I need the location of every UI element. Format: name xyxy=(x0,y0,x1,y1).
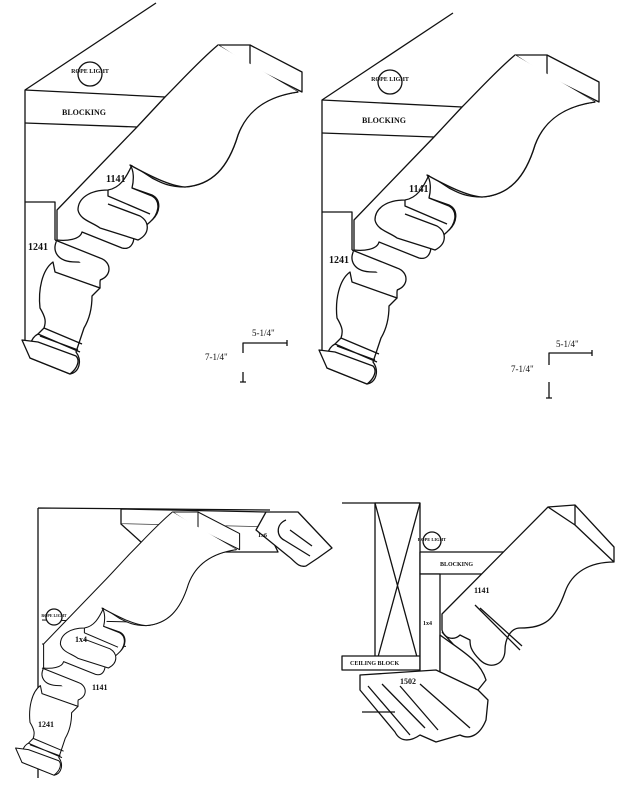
base-backer xyxy=(25,201,56,240)
rope-light-label: ROPE LIGHT xyxy=(71,69,109,75)
dim-width: 5-1/4" xyxy=(556,339,579,349)
blocking-outline xyxy=(24,89,166,128)
crown-molding-drawing xyxy=(441,504,615,666)
base-part-label: 1241 xyxy=(28,242,48,253)
diagram-bottom-right: CEILING BLOCK BLOCKING 1x4 ROPE LIGHT 11… xyxy=(341,502,615,743)
crown-part-label: 1141 xyxy=(92,683,108,692)
dimension-lines xyxy=(546,350,593,399)
crown-part-label: 1141 xyxy=(106,174,125,185)
small-crown-drawing xyxy=(255,511,333,567)
board-1x4 xyxy=(419,573,441,682)
rope-light-icon xyxy=(77,61,103,87)
ceiling-block-label: CEILING BLOCK xyxy=(350,661,400,667)
diagram-bottom-left: 1x6 1x6 ROPE LIGHT 1x4 1141 1241 xyxy=(15,507,333,778)
dim-height: 7-1/4" xyxy=(205,352,228,362)
board-label: 1x4 xyxy=(423,621,432,627)
diagram-top-right: ROPE LIGHT BLOCKING 1141 1241 5-1/4" 7-1… xyxy=(318,12,600,399)
dim-width: 5-1/4" xyxy=(252,328,275,338)
base-part-label: 1241 xyxy=(329,255,349,266)
rope-light-label: ROPE LIGHT xyxy=(418,537,446,542)
blocking-label: BLOCKING xyxy=(440,562,473,568)
rope-light-icon xyxy=(377,69,403,95)
dim-height: 7-1/4" xyxy=(511,364,534,374)
blocking-label: BLOCKING xyxy=(62,108,106,117)
joist-cross xyxy=(374,502,421,669)
crown-part-label: 1141 xyxy=(409,184,428,195)
top-small-board-label: 1x6 xyxy=(258,533,267,539)
rope-light-label: ROPE LIGHT xyxy=(41,613,67,618)
base-molding-drawing xyxy=(359,669,489,743)
blocking-label: BLOCKING xyxy=(362,116,406,125)
crown-part-label: 1141 xyxy=(474,586,490,595)
base-part-label: 1502 xyxy=(400,677,416,686)
rope-light-label: ROPE LIGHT xyxy=(371,77,409,83)
rope-light-icon xyxy=(45,608,63,626)
base-part-label: 1241 xyxy=(38,720,54,729)
crown-molding-drawing xyxy=(21,44,303,375)
diagram-top-left: ROPE LIGHT BLOCKING 1141 1241 5-1/4" 7-1… xyxy=(21,2,303,383)
dimension-lines xyxy=(240,340,288,383)
board-label: 1x4 xyxy=(75,635,87,644)
rope-light-icon xyxy=(422,531,442,551)
